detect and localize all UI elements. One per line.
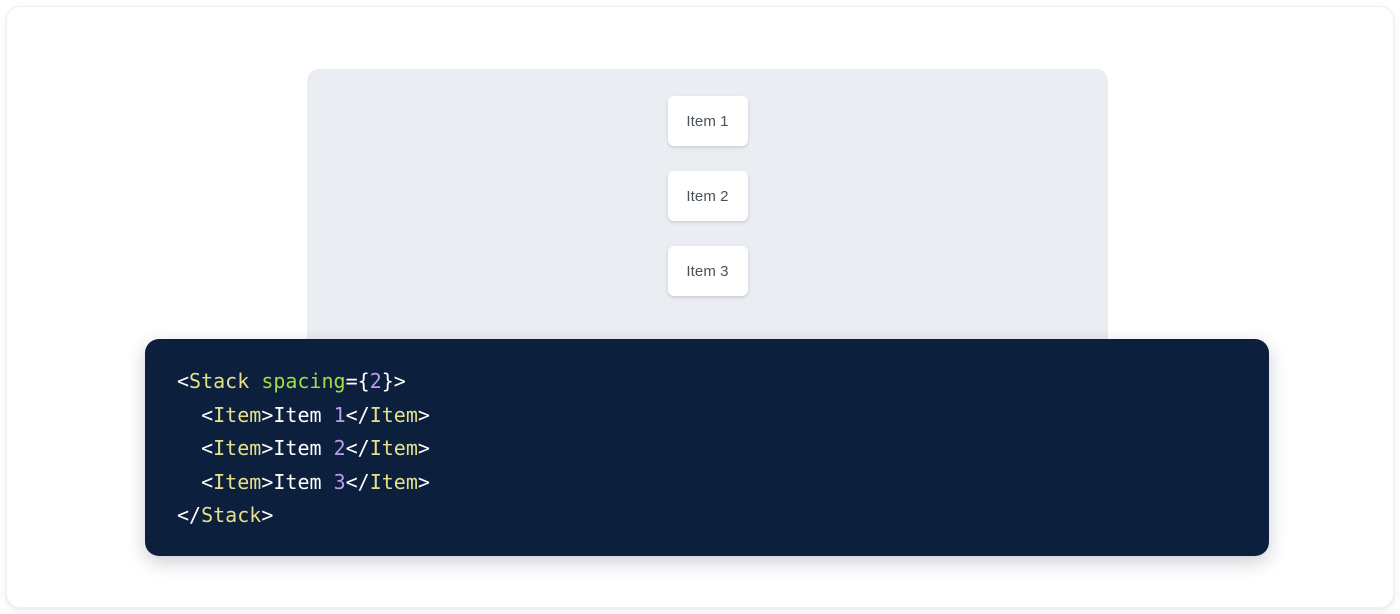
- code-token-punct: <: [201, 469, 214, 494]
- code-token-punct: </: [177, 503, 202, 527]
- code-token-punct: >: [261, 402, 274, 427]
- code-line: <Item>Item 3</Item>: [177, 466, 1237, 500]
- code-token-punct: <: [177, 369, 190, 393]
- code-token-punct: <: [201, 402, 214, 427]
- code-indent: [177, 403, 201, 427]
- code-token-punct: >: [261, 503, 274, 527]
- code-token-punct: >: [417, 469, 430, 494]
- code-token-punct: }>: [381, 369, 406, 393]
- code-token-tag: Item: [213, 402, 262, 427]
- code-token-punct: >: [261, 469, 274, 494]
- code-line: <Item>Item 2</Item>: [177, 432, 1237, 466]
- code-token-punct: >: [417, 436, 430, 460]
- code-token-text: Item: [273, 469, 334, 494]
- code-token-punct: </: [345, 402, 370, 427]
- code-token-num: 3: [333, 469, 346, 494]
- code-token-tag: Item: [369, 402, 418, 427]
- stack-item-label: Item 3: [686, 262, 729, 280]
- code-token-tag: Item: [213, 436, 262, 460]
- code-indent: [177, 436, 201, 460]
- component-preview-panel: Item 1 Item 2 Item 3: [307, 69, 1108, 389]
- code-line: <Stack spacing={2}>: [177, 365, 1237, 399]
- code-token-text: Item: [273, 436, 334, 460]
- code-line: <Item>Item 1</Item>: [177, 399, 1237, 433]
- code-token-punct: ={: [345, 369, 370, 393]
- code-token-text: Item: [273, 402, 334, 427]
- code-token-punct: [249, 369, 261, 393]
- code-line: </Stack>: [177, 499, 1237, 533]
- code-token-tag: Stack: [201, 503, 262, 527]
- code-token-num: 2: [369, 369, 382, 393]
- code-token-punct: </: [345, 436, 370, 460]
- code-token-punct: >: [417, 402, 430, 427]
- stack-item[interactable]: Item 3: [667, 246, 748, 296]
- code-token-tag: Stack: [189, 369, 250, 393]
- stack-item-label: Item 2: [686, 187, 729, 205]
- code-token-attr: spacing: [261, 369, 346, 393]
- code-token-punct: <: [201, 436, 214, 460]
- code-token-tag: Item: [213, 469, 262, 494]
- code-token-tag: Item: [369, 469, 418, 494]
- code-token-tag: Item: [369, 436, 418, 460]
- stack-container: Item 1 Item 2 Item 3: [307, 96, 1108, 296]
- stack-item-label: Item 1: [686, 112, 729, 130]
- code-token-punct: >: [261, 436, 274, 460]
- code-indent: [177, 470, 201, 494]
- code-token-punct: </: [345, 469, 370, 494]
- code-token-num: 1: [333, 402, 346, 427]
- code-token-num: 2: [333, 436, 346, 460]
- stack-item[interactable]: Item 1: [667, 96, 748, 146]
- code-snippet-block[interactable]: <Stack spacing={2}> <Item>Item 1</Item> …: [145, 339, 1269, 556]
- stack-item[interactable]: Item 2: [667, 171, 748, 221]
